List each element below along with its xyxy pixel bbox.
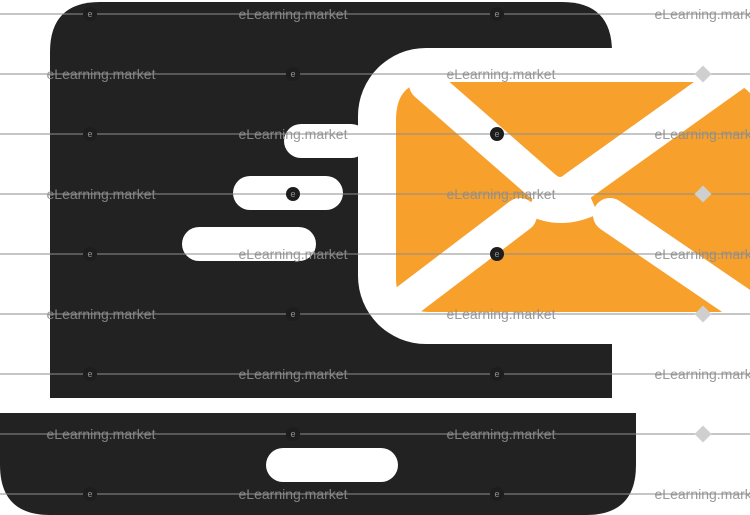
watermark-badge-icon: e [83,247,97,261]
watermark-diamond-icon [694,425,712,443]
watermark-text: eLearning.market [447,306,556,322]
watermark-badge-icon: e [83,487,97,501]
watermark-text: eLearning.market [239,246,348,262]
watermark-badge-icon: e [286,427,300,441]
envelope-fold-left [391,198,537,317]
watermark-text: eLearning.market [655,126,750,142]
watermark-badge-icon: e [83,7,97,21]
watermark-text: eLearning.market [239,366,348,382]
watermark-badge-icon: e [286,307,300,321]
watermark-badge-icon: e [490,247,504,261]
motion-line-top [284,124,368,158]
watermark-text: eLearning.market [447,426,556,442]
watermark-badge-icon: e [83,367,97,381]
motion-line-bottom [182,227,316,261]
watermark-badge-icon: e [83,127,97,141]
laptop-base [0,413,636,515]
trackpad [266,448,398,482]
envelope-fold-right [593,198,750,322]
motion-lines [182,124,368,261]
watermark-badge-icon: e [490,367,504,381]
watermark-badge-icon: e [490,127,504,141]
watermark-badge-icon: e [490,7,504,21]
watermark-text: eLearning.market [239,126,348,142]
svg-text:e: e [87,129,92,139]
watermark-text: eLearning.market [47,186,156,202]
watermark-text: eLearning.market [447,186,556,202]
watermark-diamond-icon [694,305,712,323]
watermark-text: eLearning.market [655,246,750,262]
svg-text:e: e [290,189,295,199]
svg-text:e: e [494,489,499,499]
watermark-diamond-icon [694,65,712,83]
svg-text:e: e [87,9,92,19]
svg-text:e: e [290,69,295,79]
watermark-text: eLearning.market [447,66,556,82]
watermark-text: eLearning.market [47,426,156,442]
svg-text:e: e [87,489,92,499]
watermark-text: eLearning.market [655,6,750,22]
watermark-badge-icon: e [286,187,300,201]
svg-text:e: e [290,429,295,439]
svg-text:e: e [494,369,499,379]
svg-text:e: e [494,249,499,259]
svg-text:e: e [87,249,92,259]
watermark-text: eLearning.market [47,306,156,322]
watermark-badge-icon: e [286,67,300,81]
svg-text:e: e [87,369,92,379]
watermark-text: eLearning.market [47,66,156,82]
watermark-layer: eLearning.market eLearning.market e e eLearn… [0,6,750,502]
watermark-text: eLearning.market [655,366,750,382]
watermark-text: eLearning.market [239,486,348,502]
svg-text:e: e [494,9,499,19]
watermark-diamond-icon [694,185,712,203]
svg-text:e: e [494,129,499,139]
watermark-text: eLearning.market [239,6,348,22]
watermark-text: eLearning.market [655,486,750,502]
svg-text:e: e [290,309,295,319]
watermark-badge-icon: e [490,487,504,501]
